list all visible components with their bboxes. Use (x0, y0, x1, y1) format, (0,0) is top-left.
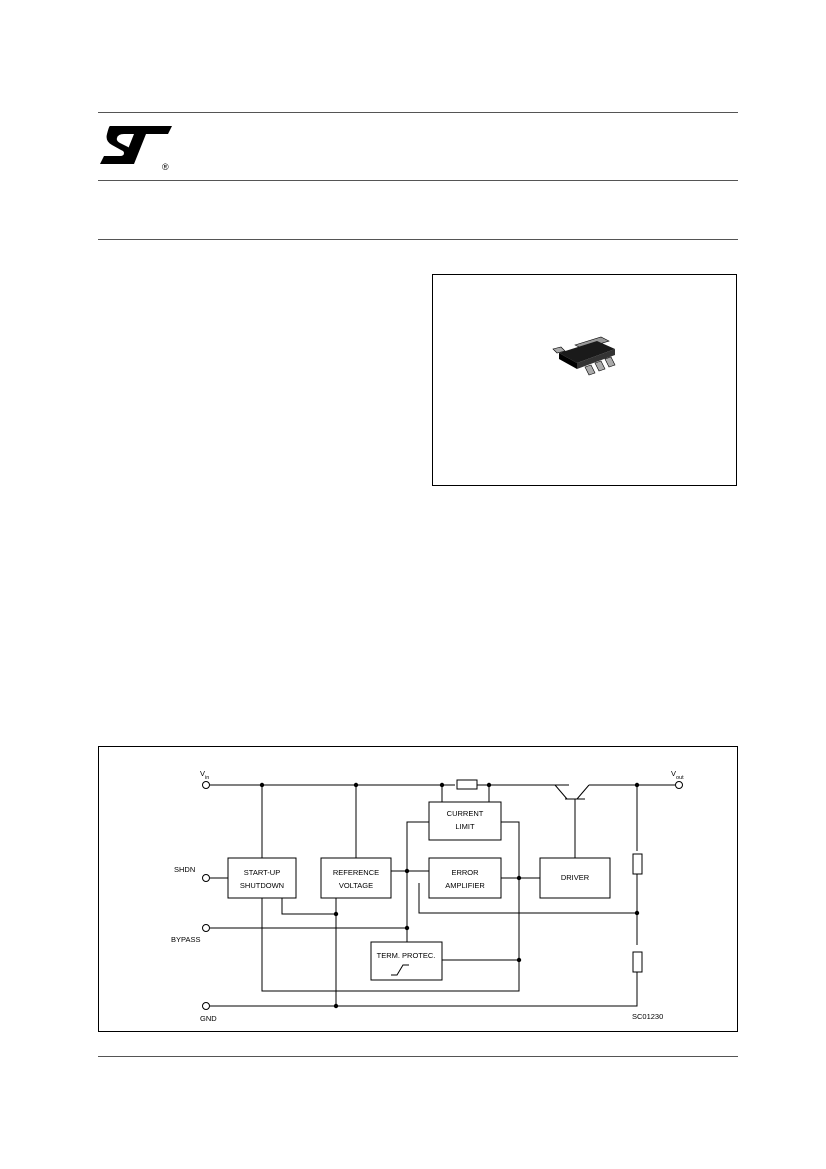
sense-resistor (456, 779, 478, 790)
reference-label-2: VOLTAGE (339, 881, 373, 890)
diagram-code: SC01230 (632, 1012, 663, 1021)
gnd-label: GND (200, 1014, 217, 1023)
shdn-label: SHDN (174, 865, 195, 874)
vout-label: Vout (671, 769, 684, 781)
current-limit-label-2: LIMIT (455, 822, 475, 831)
junction-dots (259, 782, 640, 1009)
st-logo: ® (100, 126, 172, 172)
error-amp-label-1: ERROR (451, 868, 479, 877)
bypass-pin (202, 924, 210, 932)
shdn-pin (202, 874, 210, 882)
registered-mark: ® (162, 162, 169, 172)
startup-shutdown-block (227, 857, 297, 899)
footer-rule (98, 1056, 738, 1057)
thermal-protection-block (370, 941, 443, 981)
hysteresis-icon (391, 964, 409, 976)
current-limit-label-1: CURRENT (447, 809, 484, 818)
current-limit-block (428, 801, 502, 841)
startup-label-2: SHUTDOWN (240, 881, 284, 890)
gnd-pin (202, 1002, 210, 1010)
title-bottom-rule (98, 239, 738, 240)
header-bottom-rule (98, 180, 738, 181)
thermal-label: TERM. PROTEC. (377, 951, 436, 960)
feedback-resistor-top (632, 853, 643, 875)
error-amplifier-block (428, 857, 502, 899)
header-top-rule (98, 112, 738, 113)
feedback-resistor-bottom (632, 951, 643, 973)
block-diagram: Vin Vout SHDN BYPASS GND START-UP SHUTDO… (98, 746, 738, 1032)
reference-voltage-block (320, 857, 392, 899)
error-amp-label-2: AMPLIFIER (445, 881, 485, 890)
block-diagram-schematic: Vin Vout SHDN BYPASS GND START-UP SHUTDO… (171, 769, 684, 1023)
vout-pin (675, 781, 683, 789)
vin-label: Vin (200, 769, 209, 781)
driver-block (539, 857, 611, 899)
wires (210, 784, 675, 1007)
driver-label: DRIVER (561, 873, 590, 882)
sot223-package-image (552, 336, 616, 376)
package-box (432, 274, 737, 486)
startup-label-1: START-UP (244, 868, 280, 877)
bypass-label: BYPASS (171, 935, 200, 944)
vin-pin (202, 781, 210, 789)
reference-label-1: REFERENCE (333, 868, 379, 877)
